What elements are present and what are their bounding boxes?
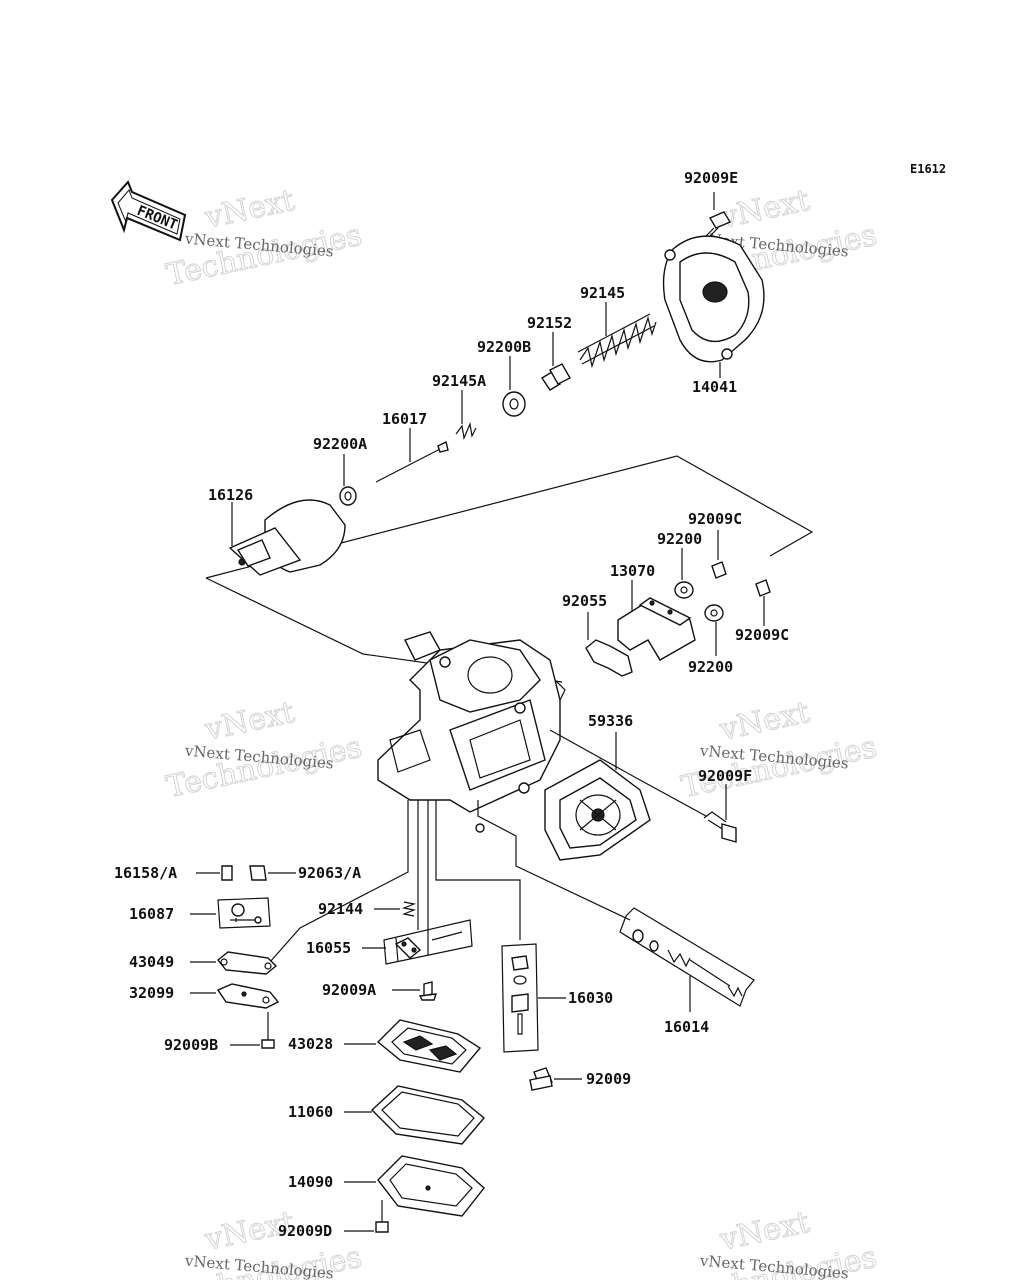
fitting-92063a (249, 865, 296, 881)
label-13070: 13070 (610, 562, 655, 580)
label-16158A: 16158/A (114, 864, 177, 882)
diagram-code: E1612 (910, 162, 946, 176)
screw-92009d (344, 1200, 389, 1233)
label-14041: 14041 (692, 378, 737, 396)
label-16087: 16087 (129, 905, 174, 923)
diaphragm-43028 (344, 1019, 482, 1073)
front-arrow-icon: FRONT (110, 180, 187, 242)
svg-text:vNext: vNext (716, 1205, 812, 1258)
label-14090: 14090 (288, 1173, 333, 1191)
carburetor-body (377, 631, 561, 833)
label-92009C-right: 92009C (735, 626, 789, 644)
label-92200-bottom: 92200 (688, 658, 733, 676)
pump-cover-59336 (544, 732, 651, 861)
label-92145: 92145 (580, 284, 625, 302)
label-92063A: 92063/A (298, 864, 361, 882)
diaphragm-16126 (228, 499, 346, 576)
spring-92145a (455, 390, 477, 441)
label-43028: 43028 (288, 1035, 333, 1053)
svg-text:vNext: vNext (201, 695, 297, 748)
spring-92145 (577, 302, 657, 369)
label-92145A: 92145A (432, 372, 486, 390)
washer-92200-bottom (704, 604, 724, 656)
label-92009A: 92009A (322, 981, 376, 999)
washer-92200-top (674, 548, 694, 599)
gasket-92055 (585, 612, 633, 677)
label-16017: 16017 (382, 410, 427, 428)
svg-text:vNext: vNext (716, 183, 812, 236)
svg-text:vNext: vNext (201, 183, 297, 236)
screw-92009 (529, 1067, 582, 1091)
lever-16055 (362, 919, 473, 965)
label-92144: 92144 (318, 900, 363, 918)
valve-assembly-16030 (501, 943, 566, 1053)
svg-text:Technologies: Technologies (163, 218, 364, 294)
label-32099: 32099 (129, 984, 174, 1002)
label-92200A: 92200A (313, 435, 367, 453)
label-59336: 59336 (588, 712, 633, 730)
label-92200B: 92200B (477, 338, 531, 356)
label-16126: 16126 (208, 486, 253, 504)
leader-lines (269, 679, 707, 963)
gasket-11060 (344, 1085, 485, 1145)
label-43049: 43049 (129, 953, 174, 971)
label-92009B: 92009B (164, 1036, 218, 1054)
label-92009D: 92009D (278, 1222, 332, 1240)
label-92009F: 92009F (698, 767, 752, 785)
washer-92200b (502, 356, 526, 417)
label-11060: 11060 (288, 1103, 333, 1121)
jet-16158a (196, 865, 233, 881)
svg-text:Technologies: Technologies (163, 730, 364, 806)
needle-kit-16087 (190, 897, 271, 929)
screw-92009c-top (711, 530, 727, 579)
svg-text:vNext: vNext (716, 695, 812, 748)
label-16014: 16014 (664, 1018, 709, 1036)
bracket-13070 (617, 580, 696, 661)
screw-92009e (705, 192, 732, 237)
label-92152: 92152 (527, 314, 572, 332)
label-92055: 92055 (562, 592, 607, 610)
label-92009: 92009 (586, 1070, 631, 1088)
cover-14041 (662, 235, 765, 378)
gasket-43049 (190, 951, 278, 975)
label-92009C-top: 92009C (688, 510, 742, 528)
label-16030: 16030 (568, 989, 613, 1007)
cover-14090 (344, 1155, 485, 1217)
spring-92144 (374, 901, 417, 917)
label-92009E: 92009E (684, 169, 738, 187)
fitting-92152 (541, 332, 571, 391)
label-92200-top: 92200 (657, 530, 702, 548)
screw-92009a (392, 981, 438, 1001)
washer-92200a (339, 454, 357, 506)
label-16055: 16055 (306, 939, 351, 957)
screw-92009c-right (755, 579, 771, 626)
adjuster-kit-16014 (619, 907, 755, 1012)
needle-16017 (375, 428, 449, 483)
lever-plate-32099 (190, 983, 280, 1009)
screw-92009b (230, 1012, 275, 1049)
bolt-92009f (703, 784, 737, 843)
